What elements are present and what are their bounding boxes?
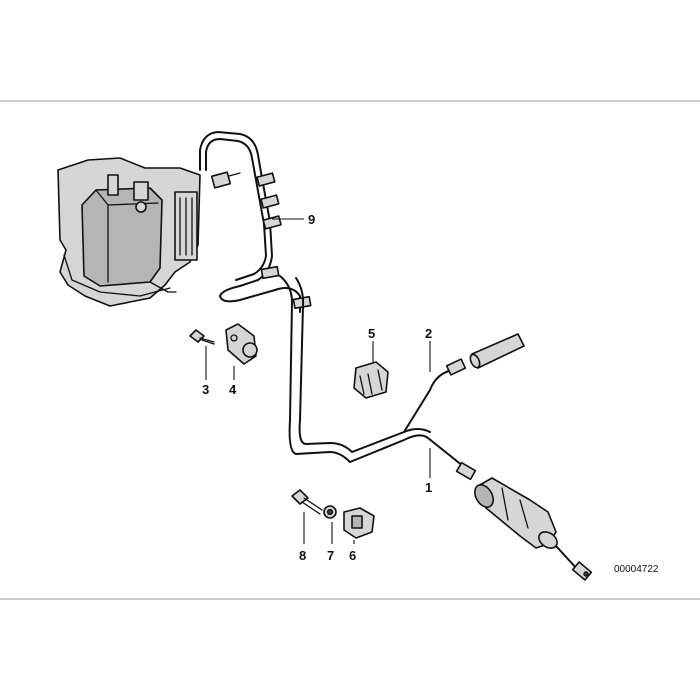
bolt-part-3 [189, 329, 215, 345]
document-number: 00004722 [614, 564, 659, 575]
washer-part-7 [323, 505, 337, 519]
callout-5: 5 [368, 326, 375, 341]
bolt-part-8 [291, 489, 323, 515]
clamp-part-6 [343, 507, 375, 539]
callout-6: 6 [349, 548, 356, 563]
slave-cylinder [474, 477, 593, 581]
hydraulic-unit [57, 157, 201, 307]
callout-2: 2 [425, 326, 432, 341]
callout-7: 7 [327, 548, 334, 563]
clip-part-5 [353, 361, 389, 399]
callout-3: 3 [202, 382, 209, 397]
bracket-part-4 [225, 323, 258, 365]
callout-8: 8 [299, 548, 306, 563]
callout-4: 4 [229, 382, 237, 397]
pipe-lines [199, 131, 525, 481]
callout-9: 9 [308, 212, 315, 227]
callout-1: 1 [425, 480, 432, 495]
